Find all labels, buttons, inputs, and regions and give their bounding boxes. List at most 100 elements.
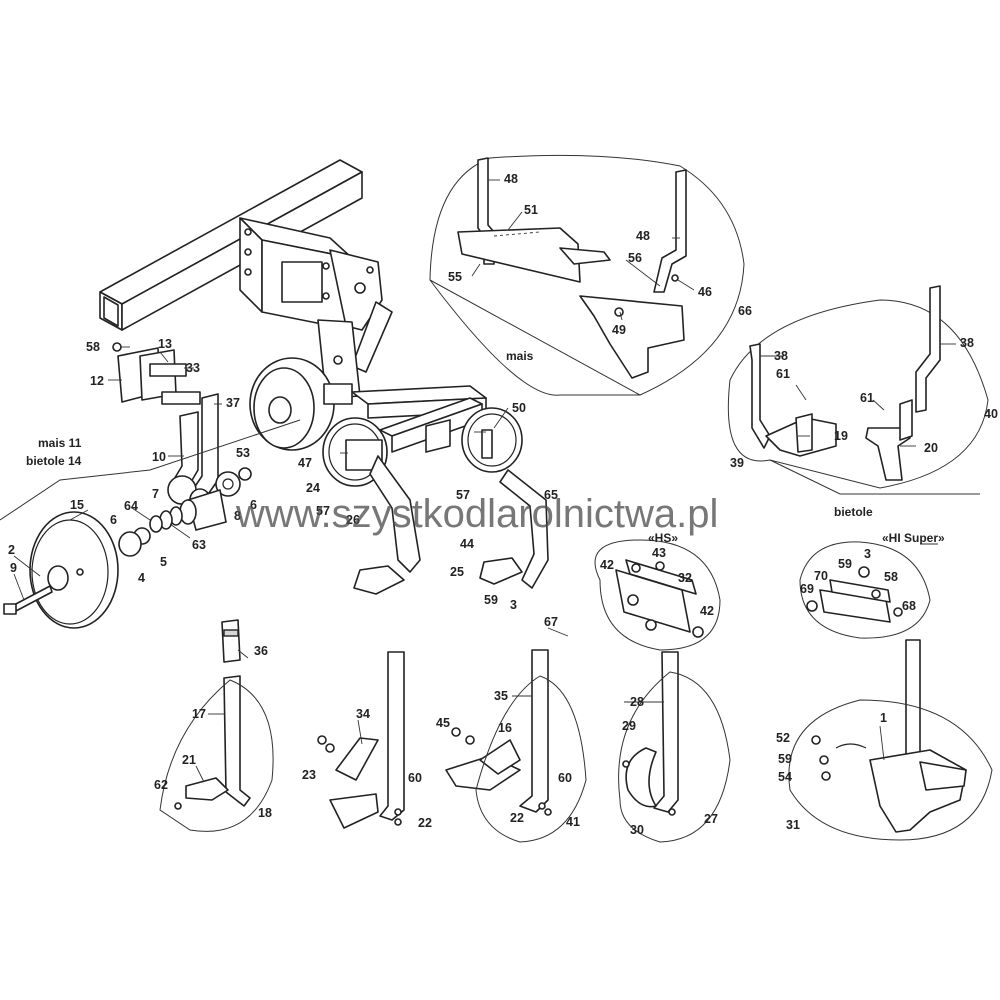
part-label: 64 bbox=[124, 499, 138, 513]
press-wheel-right bbox=[461, 407, 549, 589]
mais-leader bbox=[429, 279, 641, 396]
shank-34 bbox=[317, 651, 405, 829]
part-label: 56 bbox=[628, 251, 642, 265]
depth-wheel bbox=[249, 357, 353, 451]
mais-group-outline bbox=[429, 154, 745, 396]
bietole-leader bbox=[769, 459, 980, 495]
disc-group-divider bbox=[0, 419, 301, 521]
part-label: 42 bbox=[600, 558, 614, 572]
part-label: 17 bbox=[192, 707, 206, 721]
part-label: 37 bbox=[226, 396, 240, 410]
hi-super-group-outline bbox=[799, 541, 931, 639]
part-label: 27 bbox=[704, 812, 718, 826]
part-label: 41 bbox=[566, 815, 580, 829]
part-label: 50 bbox=[512, 401, 526, 415]
part-label: 7 bbox=[152, 487, 159, 501]
part-label: 61 bbox=[860, 391, 874, 405]
part-label: 3 bbox=[864, 547, 871, 561]
part-label: 59 bbox=[838, 557, 852, 571]
part-label: 52 bbox=[776, 731, 790, 745]
part-label: 25 bbox=[450, 565, 464, 579]
part-label: 21 bbox=[182, 753, 196, 767]
part-label: 19 bbox=[834, 429, 848, 443]
watermark: www.szystkodlarolnictwa.pl bbox=[235, 492, 718, 536]
bietole-shares bbox=[749, 285, 941, 481]
part-label: 61 bbox=[776, 367, 790, 381]
part-label: 54 bbox=[778, 770, 792, 784]
part-label: 60 bbox=[408, 771, 422, 785]
part-label: 58 bbox=[86, 340, 100, 354]
disc-assembly bbox=[3, 342, 252, 629]
part-label: 28 bbox=[630, 695, 644, 709]
part-label: 59 bbox=[778, 752, 792, 766]
part-label: 5 bbox=[160, 555, 167, 569]
part-label: 8 bbox=[234, 509, 241, 523]
shank-28 bbox=[618, 651, 731, 843]
part-label: 62 bbox=[154, 778, 168, 792]
part-label: 67 bbox=[544, 615, 558, 629]
part-label: 31 bbox=[786, 818, 800, 832]
part-label: 32 bbox=[678, 571, 692, 585]
group-label-hi-super: «HI Super» bbox=[882, 531, 945, 545]
hs-group-outline bbox=[594, 539, 721, 651]
part-label: 47 bbox=[298, 456, 312, 470]
part-label: 51 bbox=[524, 203, 538, 217]
part-label: 53 bbox=[236, 446, 250, 460]
part-label: 49 bbox=[612, 323, 626, 337]
part-label: 40 bbox=[984, 407, 998, 421]
part-label: 59 bbox=[484, 593, 498, 607]
group-label-hs: «HS» bbox=[648, 531, 678, 545]
press-wheel-left bbox=[322, 417, 421, 595]
part-label: 13 bbox=[158, 337, 172, 351]
part-label: 57 bbox=[456, 488, 470, 502]
part-label: 26 bbox=[346, 513, 360, 527]
part-label: 18 bbox=[258, 806, 272, 820]
part-label: 35 bbox=[494, 689, 508, 703]
part-label: 70 bbox=[814, 569, 828, 583]
part-label: 66 bbox=[738, 304, 752, 318]
part-label: 29 bbox=[622, 719, 636, 733]
part-label: 10 bbox=[152, 450, 166, 464]
part-label: 6 bbox=[110, 513, 117, 527]
shank-17 bbox=[159, 619, 274, 832]
hs-plate bbox=[615, 559, 704, 638]
part-label: 60 bbox=[558, 771, 572, 785]
shank-35 bbox=[445, 649, 587, 843]
part-label: 12 bbox=[90, 374, 104, 388]
mounting-bracket bbox=[239, 217, 393, 399]
part-label: 15 bbox=[70, 498, 84, 512]
group-label-bietole: bietole bbox=[834, 505, 873, 519]
part-label: 9 bbox=[10, 561, 17, 575]
part-label: 63 bbox=[192, 538, 206, 552]
part-label: 30 bbox=[630, 823, 644, 837]
part-label: 34 bbox=[356, 707, 370, 721]
part-label: 65 bbox=[544, 488, 558, 502]
part-label: 24 bbox=[306, 481, 320, 495]
cross-beam bbox=[351, 385, 487, 453]
part-label: 3 bbox=[510, 598, 517, 612]
part-label: 22 bbox=[418, 816, 432, 830]
part-label: 46 bbox=[698, 285, 712, 299]
mais-shares bbox=[457, 157, 687, 379]
part-label: 45 bbox=[436, 716, 450, 730]
part-number-labels: 58 12 13 33 37 10 53 7 64 8 6 63 6 5 4 1… bbox=[8, 172, 998, 837]
part-label: 38 bbox=[774, 349, 788, 363]
part-label: 20 bbox=[924, 441, 938, 455]
part-label: 48 bbox=[504, 172, 518, 186]
part-label: 16 bbox=[498, 721, 512, 735]
part-label: 36 bbox=[254, 644, 268, 658]
part-label: 39 bbox=[730, 456, 744, 470]
part-label: 38 bbox=[960, 336, 974, 350]
part-label: 22 bbox=[510, 811, 524, 825]
part-label: 43 bbox=[652, 546, 666, 560]
part-label: 6 bbox=[250, 498, 257, 512]
part-label: 42 bbox=[700, 604, 714, 618]
part-label: 55 bbox=[448, 270, 462, 284]
bietole-group-outline bbox=[727, 299, 989, 489]
part-label: 33 bbox=[186, 361, 200, 375]
part-label: 4 bbox=[138, 571, 145, 585]
part-label: 23 bbox=[302, 768, 316, 782]
part-label: 48 bbox=[636, 229, 650, 243]
hi-super-plate bbox=[806, 566, 903, 623]
group-label-bietole-14: bietole 14 bbox=[26, 454, 82, 468]
